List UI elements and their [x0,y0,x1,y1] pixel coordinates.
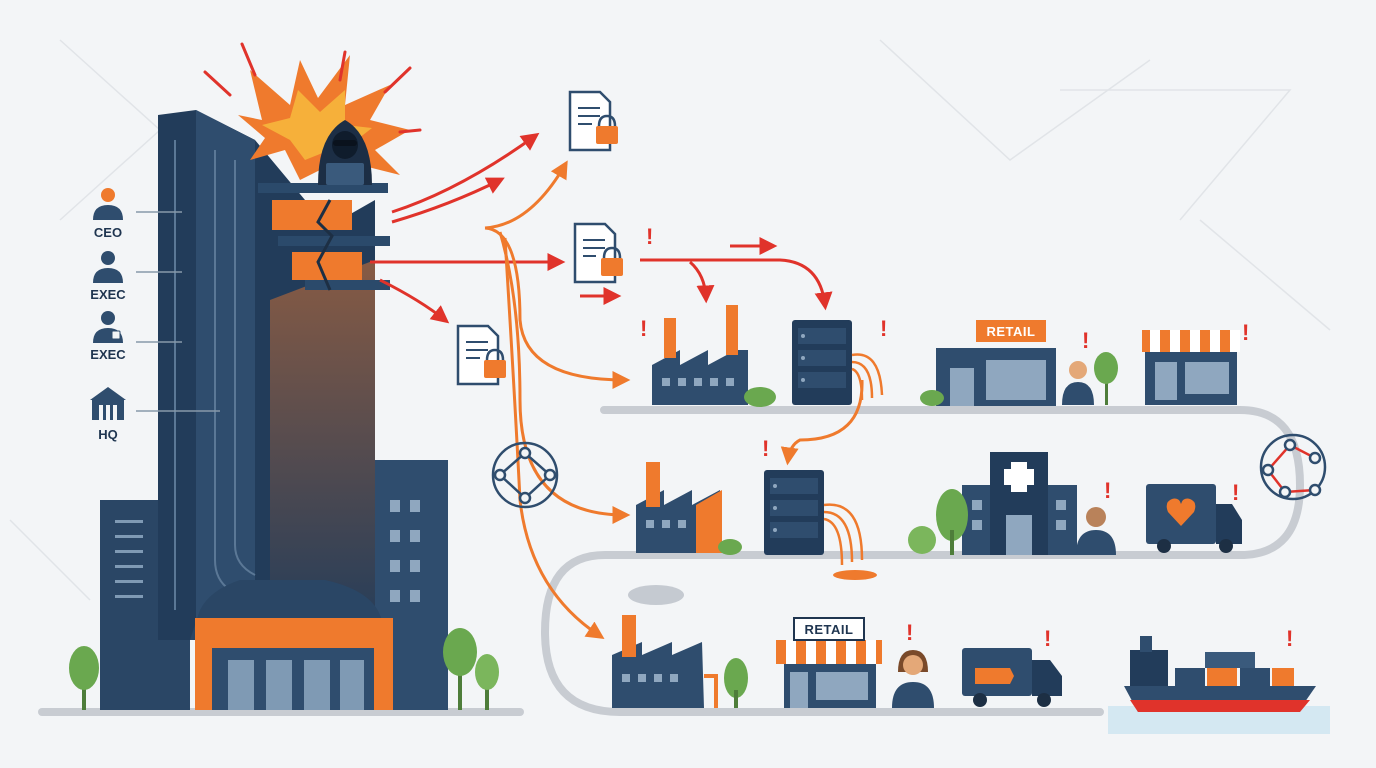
hierarchy-level-exec-2: EXEC [90,311,182,362]
tree-icon [69,646,99,710]
alert-icon: ! [1232,480,1239,505]
hierarchy-label: CEO [94,225,122,240]
factory-icon [636,462,742,555]
locked-document-icon [568,90,618,152]
hierarchy-label: EXEC [90,287,126,302]
employee-icon [1062,361,1094,405]
locked-document-icon [573,222,623,284]
alert-icon: ! [1242,320,1249,345]
medical-truck-icon [1146,484,1242,553]
tree-icon [1094,352,1118,405]
cargo-ship-icon [1108,636,1330,734]
retail-store-icon: RETAIL [920,320,1056,406]
employee-icon [1076,507,1116,555]
alert-icon: ! [1286,626,1293,651]
alert-icon: ! [1082,328,1089,353]
alert-icon: ! [1044,626,1051,651]
factory-icon [652,305,776,407]
factory-icon [612,585,748,708]
building-icon [90,387,126,420]
retail-sign: RETAIL [987,324,1036,339]
broken-network-node-icon [1259,433,1327,501]
hierarchy-level-hq: HQ [90,387,220,442]
locked-document-icon [456,324,506,386]
network-node-icon [491,441,559,509]
person-icon [93,251,123,283]
server-rack-icon [792,320,884,405]
hierarchy-legend: CEO EXEC EXEC HQ [90,188,220,442]
hacker-icon [318,120,372,185]
storefront-icon [1142,330,1240,405]
server-rack-icon [764,470,877,580]
alert-icon: ! [906,620,913,645]
attack-arrows [370,132,833,324]
hierarchy-level-ceo: CEO [93,188,182,240]
alert-icon: ! [880,316,887,341]
alert-icon: ! [1104,478,1111,503]
tree-icon [443,628,499,710]
alert-icon: ! [640,316,647,341]
hq-tower [100,110,448,710]
spread-arrows [484,160,864,639]
employee-icon [892,650,934,708]
retail-sign: RETAIL [805,622,854,637]
retail-store-icon: RETAIL [776,617,882,708]
person-badge-icon [93,311,123,343]
person-icon [93,188,123,220]
hierarchy-level-exec-1: EXEC [90,251,182,302]
alert-icon: ! [646,224,653,249]
hospital-icon [908,452,1077,555]
hierarchy-label: EXEC [90,347,126,362]
delivery-truck-icon [962,648,1062,707]
alert-icon: ! [762,436,769,461]
hierarchy-label: HQ [98,427,118,442]
